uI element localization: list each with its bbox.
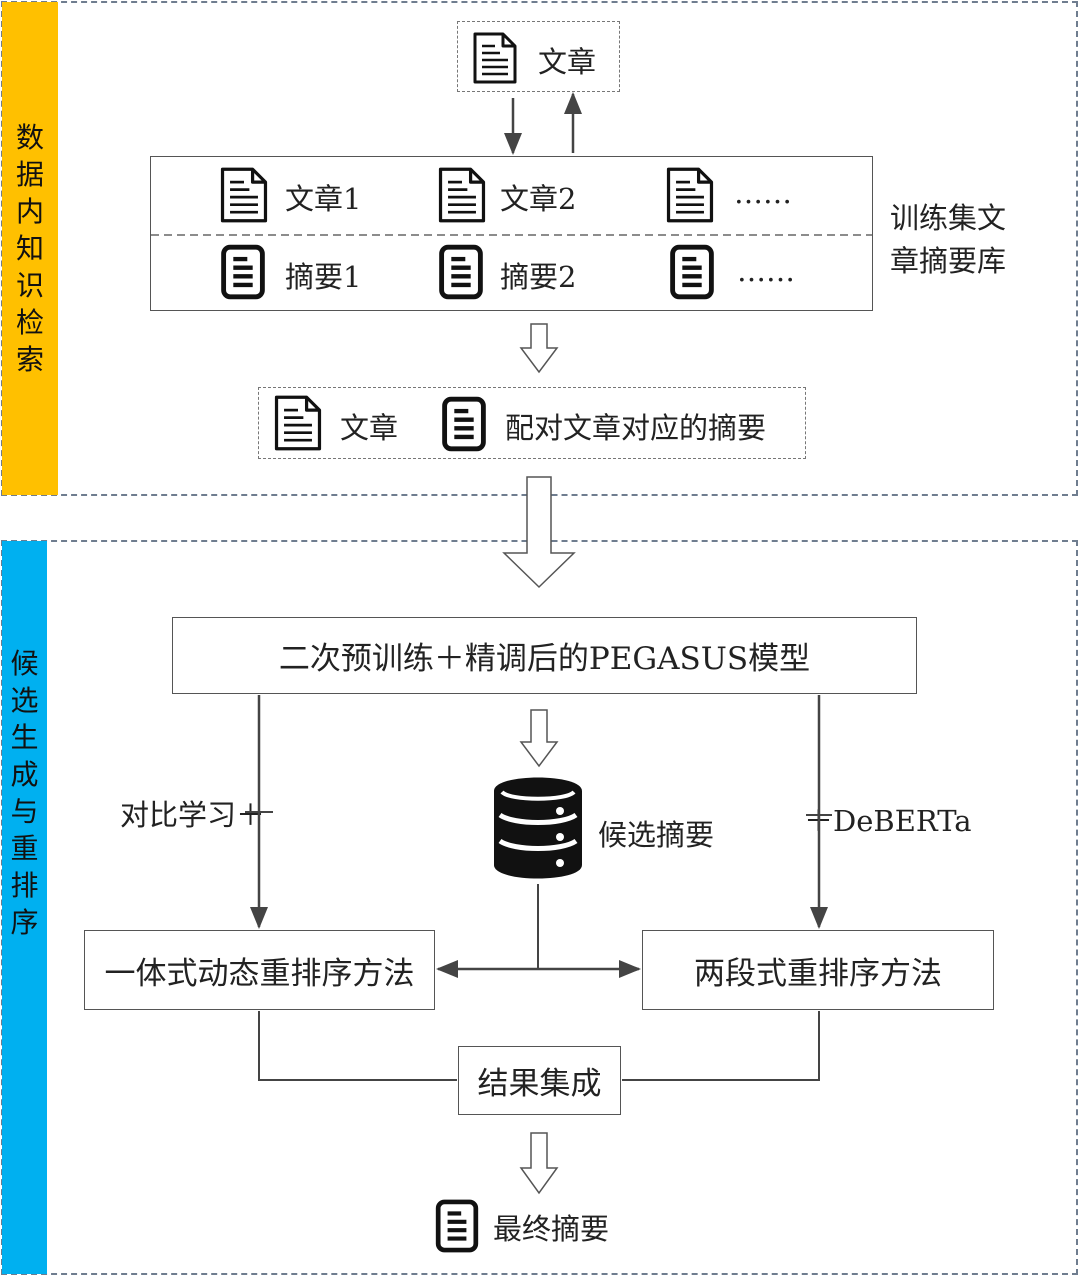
- summary-document-icon: [439, 244, 483, 300]
- right-edge-label: ＋DeBERTa: [804, 804, 972, 838]
- ensemble-label: 结果集成: [477, 1066, 602, 1102]
- retrieval-label: 数据内知识检索: [15, 121, 44, 376]
- model-box: 二次预训练＋精调后的PEGASUS模型: [172, 617, 917, 694]
- document-lines-icon: [473, 32, 517, 84]
- rerank-label: 候选生成与重排序: [10, 646, 39, 939]
- library-summary-1: 摘要1: [285, 260, 362, 294]
- retrieval-band: 数据内知识检索: [2, 2, 58, 495]
- summary-document-icon: [435, 1199, 479, 1253]
- model-box-label: 二次预训练＋精调后的PEGASUS模型: [278, 641, 811, 677]
- summary-document-icon: [670, 244, 714, 300]
- library-article-more: ……: [734, 176, 792, 210]
- library-label: 训练集文章摘要库: [890, 201, 1007, 278]
- rerank-band: 候选生成与重排序: [2, 541, 47, 1274]
- candidates-label: 候选摘要: [598, 818, 715, 852]
- database-icon: [494, 777, 582, 879]
- method-left-box: 一体式动态重排序方法: [84, 930, 435, 1010]
- method-right-label: 两段式重排序方法: [694, 955, 942, 992]
- final-summary-label: 最终摘要: [493, 1212, 610, 1246]
- document-lines-icon: [666, 167, 714, 223]
- library-summary-more: ……: [737, 254, 795, 288]
- library-summary-2: 摘要2: [500, 260, 577, 294]
- left-edge-label: 对比学习＋: [120, 798, 266, 832]
- method-left-label: 一体式动态重排序方法: [104, 955, 415, 992]
- summary-document-icon: [442, 396, 486, 452]
- pair-article-label: 文章: [340, 411, 399, 445]
- pair-summary-label: 配对文章对应的摘要: [505, 411, 767, 445]
- document-lines-icon: [438, 167, 486, 223]
- summary-document-icon: [221, 244, 265, 300]
- top-article-label: 文章: [538, 45, 597, 79]
- library-article-2: 文章2: [500, 182, 577, 216]
- document-lines-icon: [220, 167, 268, 223]
- method-right-box: 两段式重排序方法: [642, 930, 994, 1010]
- library-article-1: 文章1: [285, 182, 362, 216]
- ensemble-box: 结果集成: [458, 1046, 621, 1115]
- library-box: [150, 156, 873, 311]
- pair-box: [258, 387, 806, 459]
- document-lines-icon: [274, 395, 322, 451]
